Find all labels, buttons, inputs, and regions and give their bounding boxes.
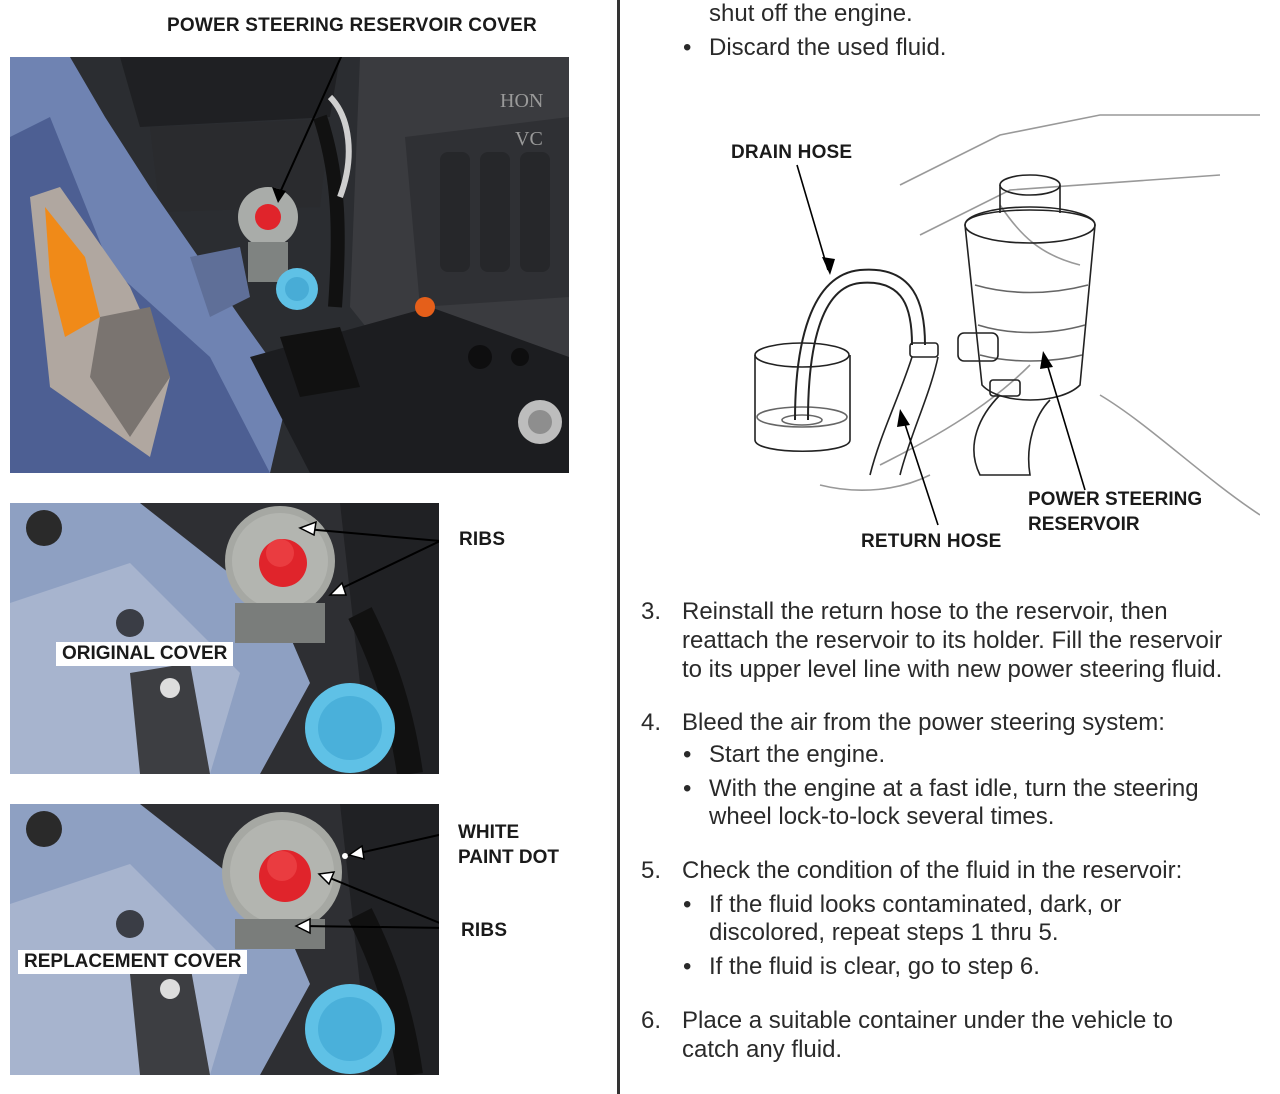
svg-text:HON: HON xyxy=(500,90,543,112)
reservoir-label: POWER STEERING RESERVOIR xyxy=(1028,489,1203,535)
bullet-text: discolored, repeat steps 1 thru 5. xyxy=(709,919,1059,946)
replacement-cover-photo xyxy=(10,804,439,1075)
step-text: catch any fluid. xyxy=(682,1036,843,1063)
step-number: 6. xyxy=(641,1007,662,1034)
replacement-cover-label: REPLACEMENT COVER xyxy=(18,950,248,974)
bullet-dot: • xyxy=(683,953,692,980)
white-paint-dot-label: WHITE PAINT DOT xyxy=(458,822,559,868)
step-text: reattach the reservoir to its holder. Fi… xyxy=(682,627,1223,654)
bullet-dot: • xyxy=(683,775,692,802)
intro-bullet-text: Discard the used fluid. xyxy=(709,34,947,61)
step-5-bullet-2: • If the fluid is clear, go to step 6. xyxy=(683,953,1040,981)
reservoir-diagram xyxy=(700,95,1261,565)
original-cover-label: ORIGINAL COVER xyxy=(56,642,234,666)
bullet-text: Start the engine. xyxy=(709,741,886,768)
step-text: Place a suitable container under the veh… xyxy=(682,1007,1173,1034)
bullet-text: If the fluid looks contaminated, dark, o… xyxy=(709,891,1122,918)
drain-hose-label: DRAIN HOSE xyxy=(731,142,853,163)
svg-text:VC: VC xyxy=(515,128,543,150)
bullet-text: wheel lock-to-lock several times. xyxy=(709,803,1055,830)
return-hose-label: RETURN HOSE xyxy=(861,531,1002,552)
step-4-bullet-2: • With the engine at a fast idle, turn t… xyxy=(683,775,1199,803)
step-4-bullet-1: • Start the engine. xyxy=(683,741,886,769)
ribs-label-bottom: RIBS xyxy=(461,920,508,941)
intro-line: shut off the engine. xyxy=(709,0,913,27)
intro-bullet: • Discard the used fluid. xyxy=(683,34,947,62)
ribs-label-top: RIBS xyxy=(459,529,506,550)
step-text: Reinstall the return hose to the reservo… xyxy=(682,598,1168,625)
step-5-bullet-1-cont: discolored, repeat steps 1 thru 5. xyxy=(709,919,1059,947)
step-number: 3. xyxy=(641,598,662,625)
step-4-bullet-2-cont: wheel lock-to-lock several times. xyxy=(709,803,1054,831)
step-text: Bleed the air from the power steering sy… xyxy=(682,709,1165,736)
engine-bay-photo: HON VC xyxy=(10,57,569,473)
step-number: 4. xyxy=(641,709,662,736)
bullet-dot: • xyxy=(683,891,692,918)
bullet-text: If the fluid is clear, go to step 6. xyxy=(709,953,1040,980)
bullet-text: With the engine at a fast idle, turn the… xyxy=(709,775,1199,802)
step-text: Check the condition of the fluid in the … xyxy=(682,857,1183,884)
step-number: 5. xyxy=(641,857,662,884)
bullet-dot: • xyxy=(683,34,692,61)
step-text: to its upper level line with new power s… xyxy=(682,656,1223,683)
step-5-bullet-1: • If the fluid looks contaminated, dark,… xyxy=(683,891,1122,919)
original-cover-photo xyxy=(10,503,439,774)
column-divider xyxy=(617,0,620,1094)
bullet-dot: • xyxy=(683,741,692,768)
top-photo-title: POWER STEERING RESERVOIR COVER xyxy=(167,15,537,36)
